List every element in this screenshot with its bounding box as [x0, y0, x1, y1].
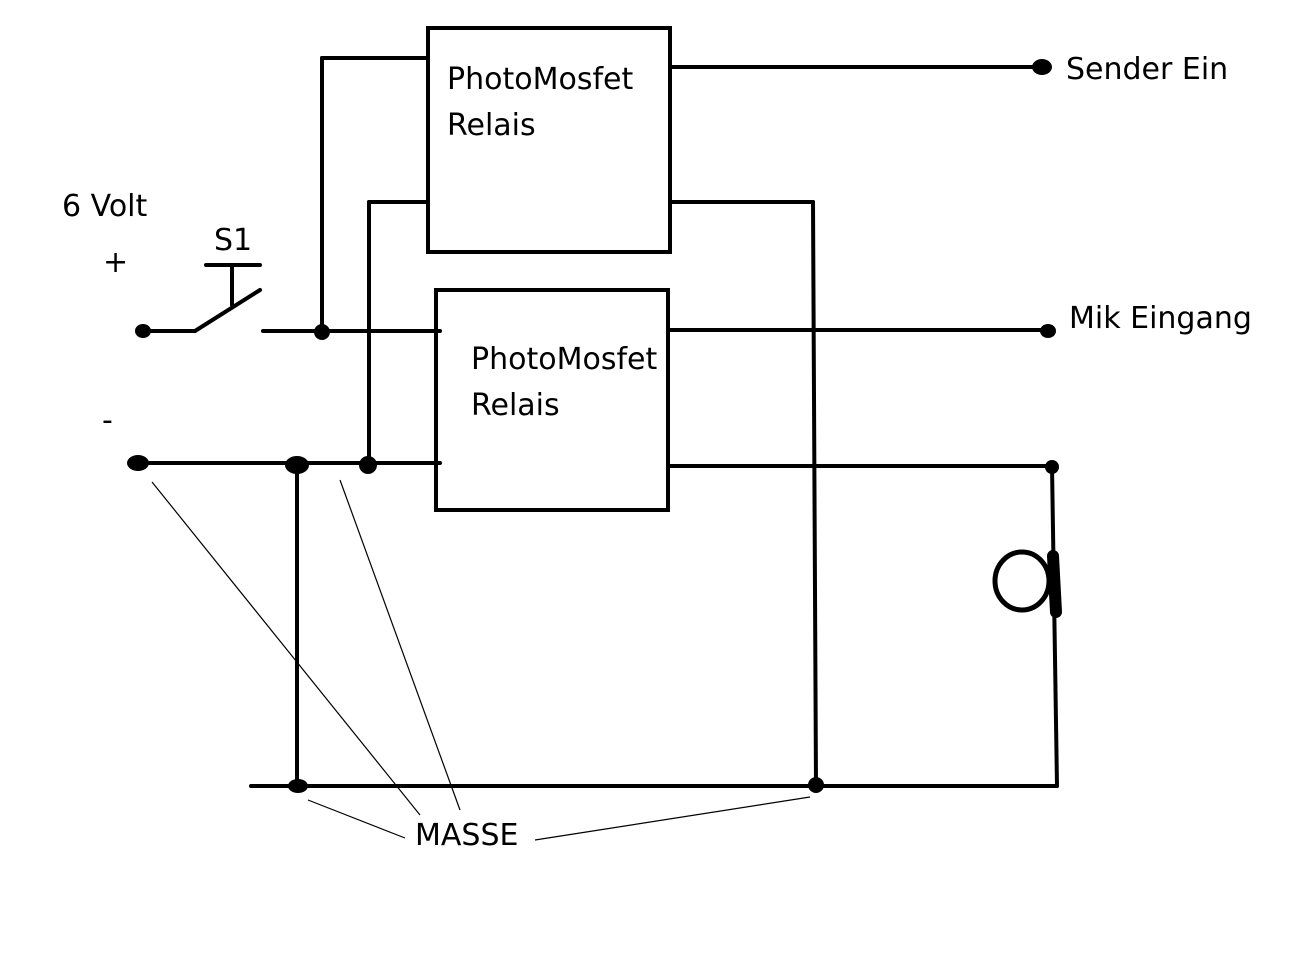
ground-leader-3 — [307, 799, 406, 839]
junction-minus-1 — [285, 456, 309, 474]
label-supply-voltage: 6 Volt — [62, 189, 148, 224]
junction-plus — [314, 324, 330, 340]
terminal-plus — [135, 324, 151, 338]
ground-leader-2 — [339, 479, 461, 811]
label-minus-terminal: - — [102, 403, 113, 438]
relay-box-top — [426, 26, 672, 254]
ground-leader-1 — [151, 481, 421, 816]
label-switch-s1: S1 — [214, 223, 253, 258]
relay-top-line2: Relais — [447, 108, 536, 143]
terminal-sender — [1032, 59, 1052, 75]
terminal-minus — [127, 455, 149, 471]
relay-bottom-line1: PhotoMosfet — [471, 342, 658, 377]
label-sender-output: Sender Ein — [1066, 52, 1229, 87]
wire-return-down — [811, 200, 818, 788]
junction-ground-right — [808, 777, 824, 793]
microphone-icon — [992, 549, 1052, 613]
junction-mic-branch — [1045, 460, 1059, 474]
wire-mic-branch — [1050, 464, 1059, 788]
junction-ground-left — [288, 779, 308, 793]
label-plus-terminal: + — [103, 245, 129, 280]
ground-leader-4 — [534, 796, 811, 841]
relay-bottom-line2: Relais — [471, 388, 560, 423]
relay-top-line1: PhotoMosfet — [447, 62, 634, 97]
junction-minus-2 — [359, 456, 377, 474]
relay-label-top: PhotoMosfet Relais — [447, 57, 633, 149]
relay-box-bottom — [434, 288, 670, 512]
microphone-plate — [1047, 550, 1062, 618]
relay-label-bottom: PhotoMosfet Relais — [471, 337, 657, 429]
label-ground: MASSE — [415, 818, 519, 853]
switch-s1-blade — [193, 288, 262, 333]
terminal-mic — [1040, 324, 1056, 338]
label-mic-output: Mik Eingang — [1069, 301, 1252, 336]
